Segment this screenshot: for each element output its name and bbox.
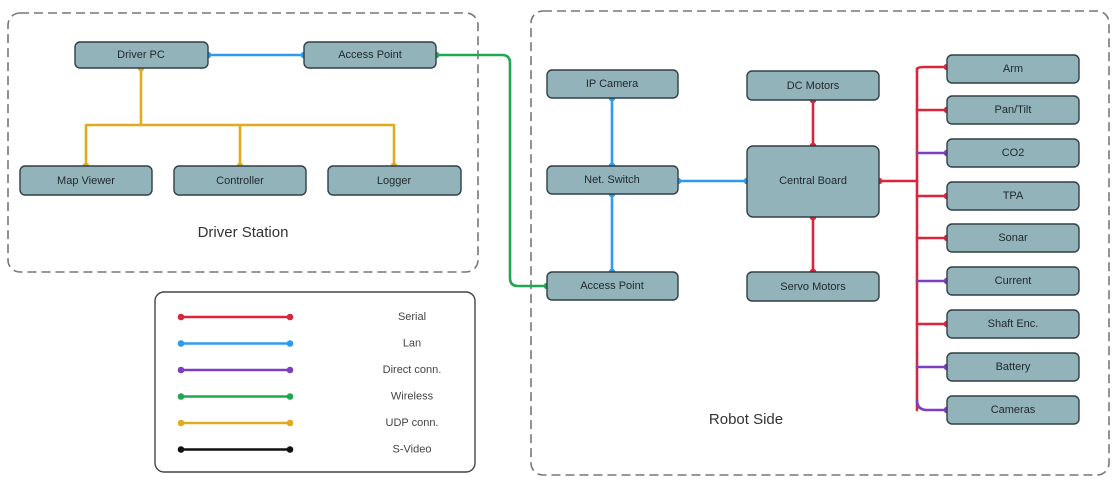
node-cameras: Cameras — [946, 395, 1080, 425]
node-label: Sonar — [998, 232, 1028, 244]
node-sonar: Sonar — [946, 223, 1080, 253]
legend-item: UDP conn. — [177, 417, 439, 429]
legend-item: Serial — [177, 311, 426, 323]
udp-links-driver-station — [84, 66, 396, 168]
node-arm: Arm — [946, 54, 1080, 84]
legend-swatch-dot — [286, 393, 294, 400]
legend-item: Lan — [177, 337, 421, 349]
legend-swatch-dot — [177, 393, 185, 400]
node-label: DC Motors — [787, 80, 840, 92]
node-label: CO2 — [1002, 147, 1025, 159]
serial-link-arm — [915, 65, 949, 71]
node-label: Cameras — [991, 404, 1036, 416]
connector-lines — [84, 53, 949, 412]
node-label: Pan/Tilt — [995, 104, 1032, 116]
node-driver-pc: Driver PC — [74, 41, 209, 69]
node-current: Current — [946, 266, 1080, 296]
node-controller: Controller — [173, 165, 307, 196]
node-label: Central Board — [779, 175, 847, 187]
node-battery: Battery — [946, 352, 1080, 382]
legend-item: Wireless — [177, 390, 434, 402]
legend-label: S-Video — [393, 443, 432, 455]
node-label: Net. Switch — [584, 174, 640, 186]
node-ip-camera: IP Camera — [546, 69, 679, 99]
node-label: Battery — [996, 361, 1031, 373]
driver-station-label: Driver Station — [198, 224, 289, 241]
node-label: Shaft Enc. — [988, 318, 1039, 330]
legend-label: Wireless — [391, 390, 434, 402]
legend-item: S-Video — [177, 443, 432, 455]
node-label: TPA — [1003, 190, 1024, 202]
node-label: Controller — [216, 175, 264, 187]
legend-swatch-dot — [286, 446, 294, 453]
node-tpa: TPA — [946, 181, 1080, 211]
legend-label: Lan — [403, 337, 421, 349]
legend-swatch-dot — [177, 446, 185, 453]
node-servo-motors: Servo Motors — [746, 271, 880, 302]
node-dc-motors: DC Motors — [746, 70, 880, 101]
node-label: Logger — [377, 175, 412, 187]
node-label: IP Camera — [586, 78, 639, 90]
node-label: Access Point — [580, 280, 644, 292]
legend-swatch-dot — [286, 313, 294, 321]
direct-link-cameras — [915, 398, 949, 412]
node-shaft-enc: Shaft Enc. — [946, 309, 1080, 339]
legend-label: Direct conn. — [383, 364, 442, 376]
legend-swatch-dot — [286, 366, 294, 374]
legend-swatch-dot — [286, 419, 294, 427]
legend-swatch-dot — [177, 313, 185, 321]
node-label: Access Point — [338, 49, 402, 61]
legend-label: Serial — [398, 311, 426, 323]
node-label: Driver PC — [117, 49, 165, 61]
legend-swatch-dot — [286, 340, 294, 347]
node-pan-tilt: Pan/Tilt — [946, 95, 1080, 125]
node-access-point-robot: Access Point — [546, 271, 679, 301]
node-map-viewer: Map Viewer — [19, 165, 153, 196]
node-net-switch: Net. Switch — [546, 165, 679, 195]
legend-label: UDP conn. — [386, 417, 439, 429]
node-label: Current — [995, 275, 1032, 287]
wireless-link-access-points — [434, 53, 549, 288]
node-label: Servo Motors — [780, 281, 846, 293]
robot-side-group — [530, 10, 1110, 476]
robot-side-label: Robot Side — [709, 411, 783, 428]
legend-box — [154, 291, 476, 473]
node-logger: Logger — [327, 165, 462, 196]
legend-swatch-dot — [177, 340, 185, 347]
driver-station-group — [7, 12, 479, 273]
legend-swatch-dot — [177, 366, 185, 374]
legend-item: Direct conn. — [177, 364, 442, 376]
legend-swatch-dot — [177, 419, 185, 427]
node-access-point-driver: Access Point — [303, 41, 437, 69]
node-central-board: Central Board — [746, 145, 880, 218]
node-label: Arm — [1003, 63, 1023, 75]
node-label: Map Viewer — [57, 175, 115, 187]
node-co2: CO2 — [946, 138, 1080, 168]
